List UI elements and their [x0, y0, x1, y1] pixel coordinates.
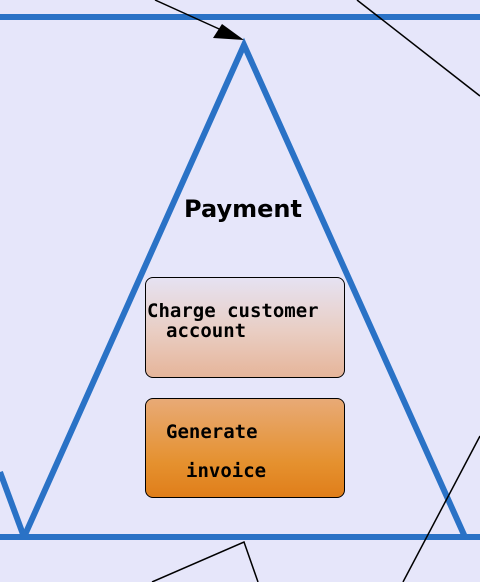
task-label-line1: Charge customer: [147, 300, 319, 322]
task-generate-invoice[interactable]: Generate invoice: [145, 398, 345, 498]
task-charge-customer-account[interactable]: Charge customer account: [145, 277, 345, 378]
connector-bottom-right: [402, 435, 480, 582]
connector-arrowhead-icon: [213, 24, 244, 40]
incoming-connector: [154, 0, 229, 34]
task-label-line2: invoice: [186, 460, 267, 482]
lane-title: Payment: [184, 195, 302, 223]
task-label-line1: Generate: [166, 421, 258, 443]
left-triangle-edge: [0, 470, 27, 539]
connector-top-right: [356, 0, 480, 97]
payment-triangle: [19, 37, 470, 540]
task-label-line2: account: [166, 320, 247, 342]
connector-bottom: [151, 540, 259, 582]
